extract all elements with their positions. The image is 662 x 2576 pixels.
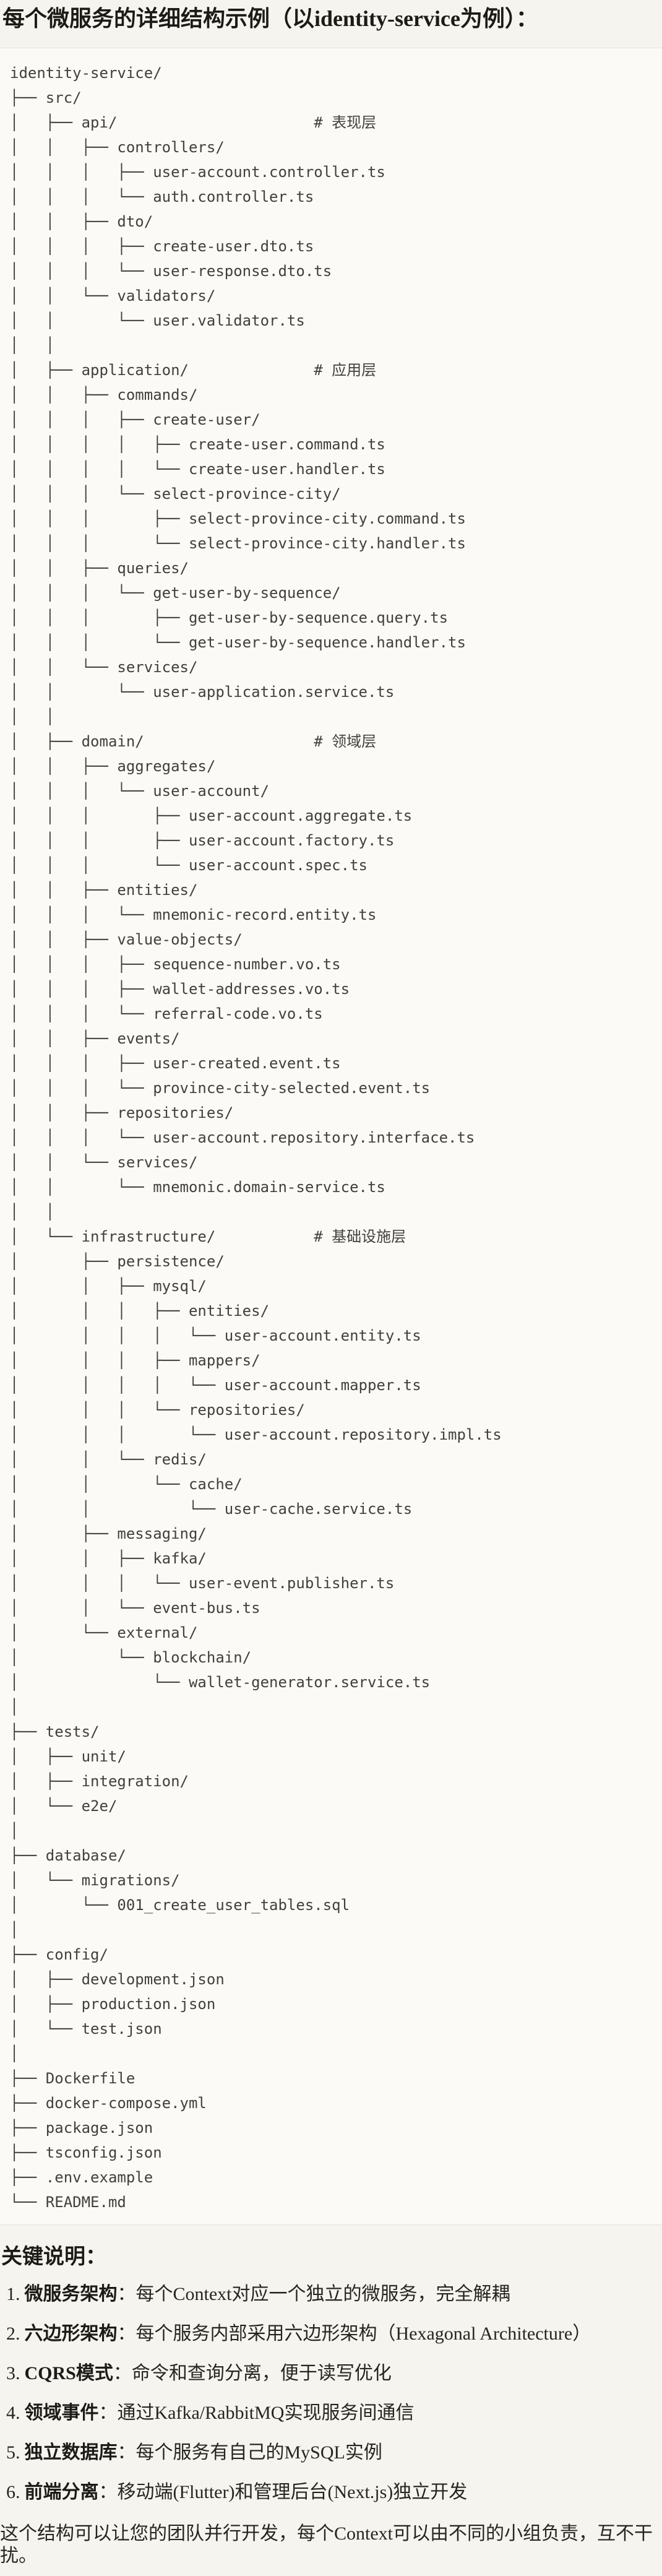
page-title: 每个微服务的详细结构示例（以identity-service为例）：	[2, 6, 538, 31]
list-item-number: 6.	[6, 2482, 20, 2502]
code-block: identity-service/ ├── src/ │ ├── api/ # …	[0, 48, 662, 2225]
list-item-number: 3.	[6, 2363, 20, 2384]
notes-heading: 关键说明：	[1, 2245, 106, 2268]
list-item-number: 2.	[6, 2323, 20, 2344]
list-item: 2.六边形架构：每个服务内部采用六边形架构（Hexagonal Architec…	[6, 2323, 662, 2345]
list-item: 4.领域事件：通过Kafka/RabbitMQ实现服务间通信	[6, 2403, 662, 2424]
list-item: 6.前端分离：移动端(Flutter)和管理后台(Next.js)独立开发	[6, 2482, 662, 2503]
list-item-label: 前端分离	[24, 2482, 99, 2502]
list-item: 1.微服务架构：每个Context对应一个独立的微服务，完全解耦	[6, 2284, 662, 2305]
list-item-number: 1.	[6, 2284, 20, 2304]
list-item-label: CQRS模式	[24, 2363, 113, 2384]
notes-list: 1.微服务架构：每个Context对应一个独立的微服务，完全解耦 2.六边形架构…	[0, 2284, 662, 2503]
list-item-text: ：每个Context对应一个独立的微服务，完全解耦	[117, 2284, 510, 2304]
list-item-label: 六边形架构	[24, 2323, 118, 2344]
list-item-text: ：移动端(Flutter)和管理后台(Next.js)独立开发	[98, 2482, 468, 2502]
list-item-number: 5.	[6, 2442, 20, 2463]
list-item: 3.CQRS模式：命令和查询分离，便于读写优化	[6, 2363, 662, 2384]
list-item-text: ：每个服务有自己的MySQL实例	[117, 2442, 382, 2463]
list-item-label: 领域事件	[24, 2403, 99, 2423]
directory-tree: identity-service/ ├── src/ │ ├── api/ # …	[10, 64, 502, 2211]
list-item-text: ：通过Kafka/RabbitMQ实现服务间通信	[98, 2403, 415, 2423]
list-item-label: 微服务架构	[24, 2284, 118, 2304]
list-item-number: 4.	[6, 2403, 20, 2423]
list-item-text: ：每个服务内部采用六边形架构（Hexagonal Architecture）	[117, 2323, 591, 2344]
list-item: 5.独立数据库：每个服务有自己的MySQL实例	[6, 2442, 662, 2463]
list-item-text: ：命令和查询分离，便于读写优化	[113, 2363, 392, 2384]
closing-paragraph: 这个结构可以让您的团队并行开发，每个Context可以由不同的小组负责，互不干扰…	[0, 2523, 653, 2566]
list-item-label: 独立数据库	[24, 2442, 118, 2463]
